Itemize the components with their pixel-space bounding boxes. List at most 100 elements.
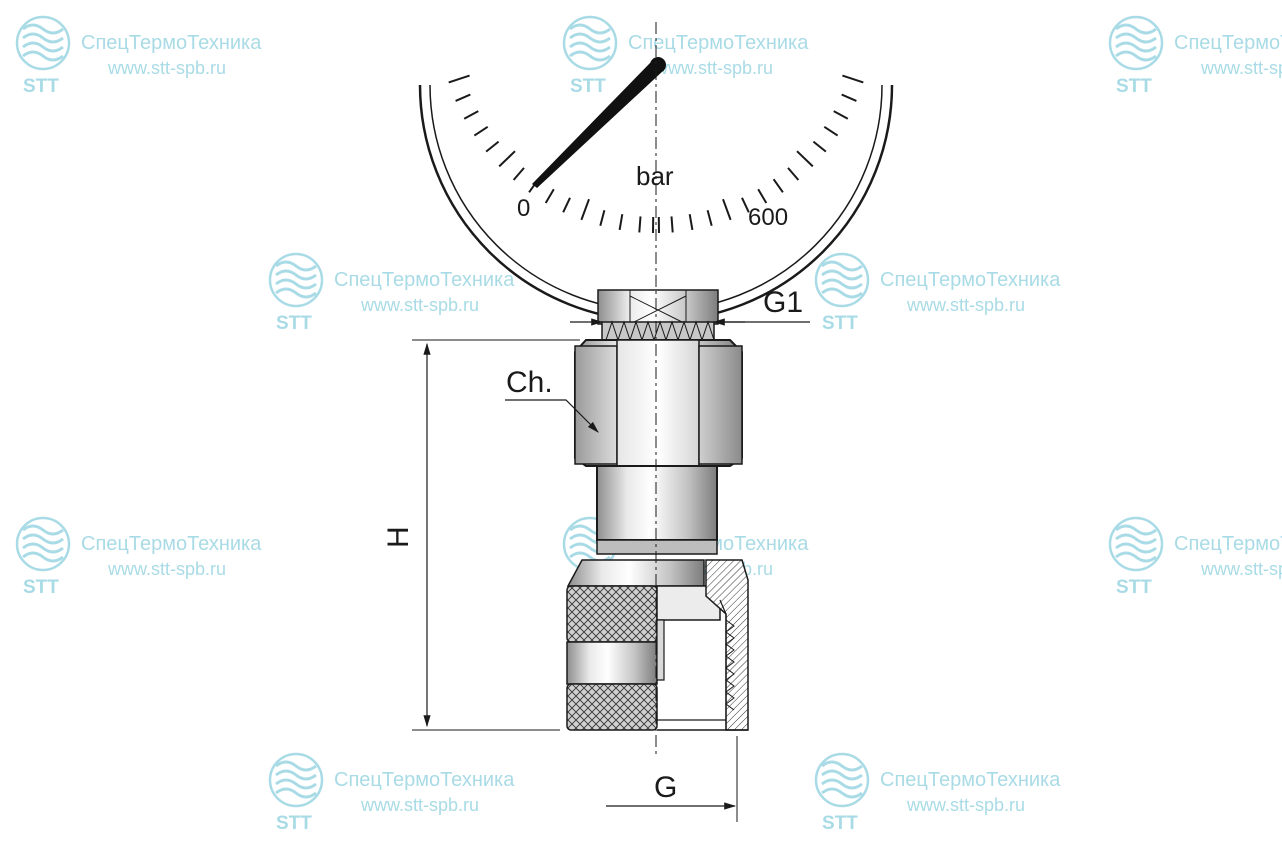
watermark-logo-icon bbox=[814, 752, 870, 808]
thread-label: G bbox=[654, 771, 677, 804]
watermark-wave-icon bbox=[1115, 23, 1157, 35]
watermark-logo-text: STT bbox=[1116, 76, 1152, 97]
watermark-url: www.stt-spb.ru bbox=[906, 295, 1025, 315]
watermark-wave-icon bbox=[275, 778, 317, 790]
watermark-logo-text: STT bbox=[822, 813, 858, 834]
watermark-wave-icon bbox=[569, 23, 611, 35]
scale-tick bbox=[833, 110, 849, 120]
scale-tick bbox=[463, 110, 479, 120]
watermark-wave-icon bbox=[821, 760, 863, 772]
watermark-logo-icon bbox=[1108, 516, 1164, 572]
scale-tick bbox=[787, 167, 800, 181]
scale-tick bbox=[823, 125, 839, 137]
scale-tick bbox=[638, 216, 642, 233]
scale-tick bbox=[688, 214, 694, 231]
watermark-wave-icon bbox=[275, 278, 317, 290]
gauge-dial: bar 0 600 bbox=[418, 57, 894, 323]
scale-tick bbox=[741, 197, 750, 213]
scale-tick bbox=[772, 178, 784, 193]
scale-tick bbox=[706, 210, 713, 227]
watermark-wave-icon bbox=[569, 50, 611, 62]
watermark-brand: СпецТермоТехника bbox=[880, 269, 1061, 291]
scale-tick bbox=[544, 188, 555, 204]
watermark-wave-icon bbox=[22, 524, 64, 536]
watermark-url: www.stt-spb.ru bbox=[1200, 58, 1282, 78]
watermark-logo-icon bbox=[15, 15, 71, 71]
watermark-logo-icon bbox=[1108, 15, 1164, 71]
watermark-brand: СпецТермоТехника bbox=[81, 32, 262, 54]
watermark-wave-icon bbox=[22, 542, 64, 554]
watermark-url: www.stt-spb.ru bbox=[906, 795, 1025, 815]
watermark-wave-icon bbox=[22, 23, 64, 35]
scale-tick bbox=[722, 198, 732, 221]
scale-tick bbox=[618, 214, 624, 231]
watermark-logo-text: STT bbox=[23, 577, 59, 598]
scale-tick bbox=[796, 150, 814, 168]
watermark-logo-text: STT bbox=[276, 313, 312, 334]
watermark-url: www.stt-spb.ru bbox=[360, 795, 479, 815]
height-label: H bbox=[382, 526, 415, 548]
scale-min-label: 0 bbox=[517, 195, 530, 222]
scale-tick bbox=[670, 216, 674, 233]
watermark-wave-icon bbox=[1115, 542, 1157, 554]
watermark-url: www.stt-spb.ru bbox=[107, 559, 226, 579]
gauge-stem bbox=[597, 289, 719, 342]
watermark-logo-text: STT bbox=[570, 76, 606, 97]
watermark-brand: СпецТермоТехника bbox=[1174, 533, 1282, 555]
watermark-logo-text: STT bbox=[276, 813, 312, 834]
scale-tick bbox=[841, 93, 857, 102]
wrench-size-label: Ch. bbox=[506, 366, 553, 399]
watermark-brand: СпецТермоТехника bbox=[880, 769, 1061, 791]
scale-tick bbox=[473, 125, 489, 137]
watermark-logo-icon bbox=[15, 516, 71, 572]
watermark: STT СпецТермоТехника www.stt-spb.ru bbox=[268, 752, 515, 834]
watermark-wave-icon bbox=[821, 769, 863, 781]
scale-tick bbox=[455, 93, 471, 102]
watermark-wave-icon bbox=[275, 287, 317, 299]
watermark-logo-icon bbox=[562, 15, 618, 71]
watermark-wave-icon bbox=[22, 551, 64, 563]
watermark-logo-text: STT bbox=[822, 313, 858, 334]
scale-max-label: 600 bbox=[748, 204, 788, 231]
watermark-wave-icon bbox=[1115, 533, 1157, 545]
watermark-brand: СпецТермоТехника bbox=[334, 769, 515, 791]
g1-dimension: G1 bbox=[570, 286, 810, 326]
scale-tick bbox=[580, 198, 590, 221]
scale-tick bbox=[599, 210, 606, 227]
watermark-wave-icon bbox=[1115, 50, 1157, 62]
watermark-wave-icon bbox=[22, 533, 64, 545]
scale-tick bbox=[757, 188, 768, 204]
watermark-wave-icon bbox=[1115, 32, 1157, 44]
watermark-brand: СпецТермоТехника bbox=[334, 269, 515, 291]
scale-tick bbox=[485, 140, 500, 153]
g1-label: G1 bbox=[763, 286, 803, 319]
gauge-unit-label: bar bbox=[636, 161, 674, 191]
wrench-size-callout: Ch. bbox=[505, 366, 599, 433]
watermark-wave-icon bbox=[821, 787, 863, 799]
watermark-wave-icon bbox=[821, 778, 863, 790]
watermark-wave-icon bbox=[275, 269, 317, 281]
watermark-wave-icon bbox=[1115, 551, 1157, 563]
watermark-wave-icon bbox=[22, 50, 64, 62]
watermark-logo-text: STT bbox=[23, 76, 59, 97]
watermark-brand: СпецТермоТехника bbox=[628, 32, 809, 54]
scale-tick bbox=[812, 140, 827, 153]
watermark-url: www.stt-spb.ru bbox=[1200, 559, 1282, 579]
watermark: STT СпецТермоТехника www.stt-spb.ru bbox=[268, 252, 515, 334]
scale-tick bbox=[562, 197, 571, 213]
watermark-brand: СпецТермоТехника bbox=[1174, 32, 1282, 54]
hex-nut bbox=[574, 339, 743, 467]
watermark-wave-icon bbox=[821, 269, 863, 281]
watermark-url: www.stt-spb.ru bbox=[360, 295, 479, 315]
watermark: STT СпецТермоТехника www.stt-spb.ru bbox=[1108, 15, 1282, 97]
scale-tick bbox=[498, 150, 516, 168]
watermark: STT СпецТермоТехника www.stt-spb.ru bbox=[814, 252, 1061, 334]
watermark-wave-icon bbox=[1115, 41, 1157, 53]
watermark-wave-icon bbox=[569, 41, 611, 53]
watermark-wave-icon bbox=[275, 787, 317, 799]
